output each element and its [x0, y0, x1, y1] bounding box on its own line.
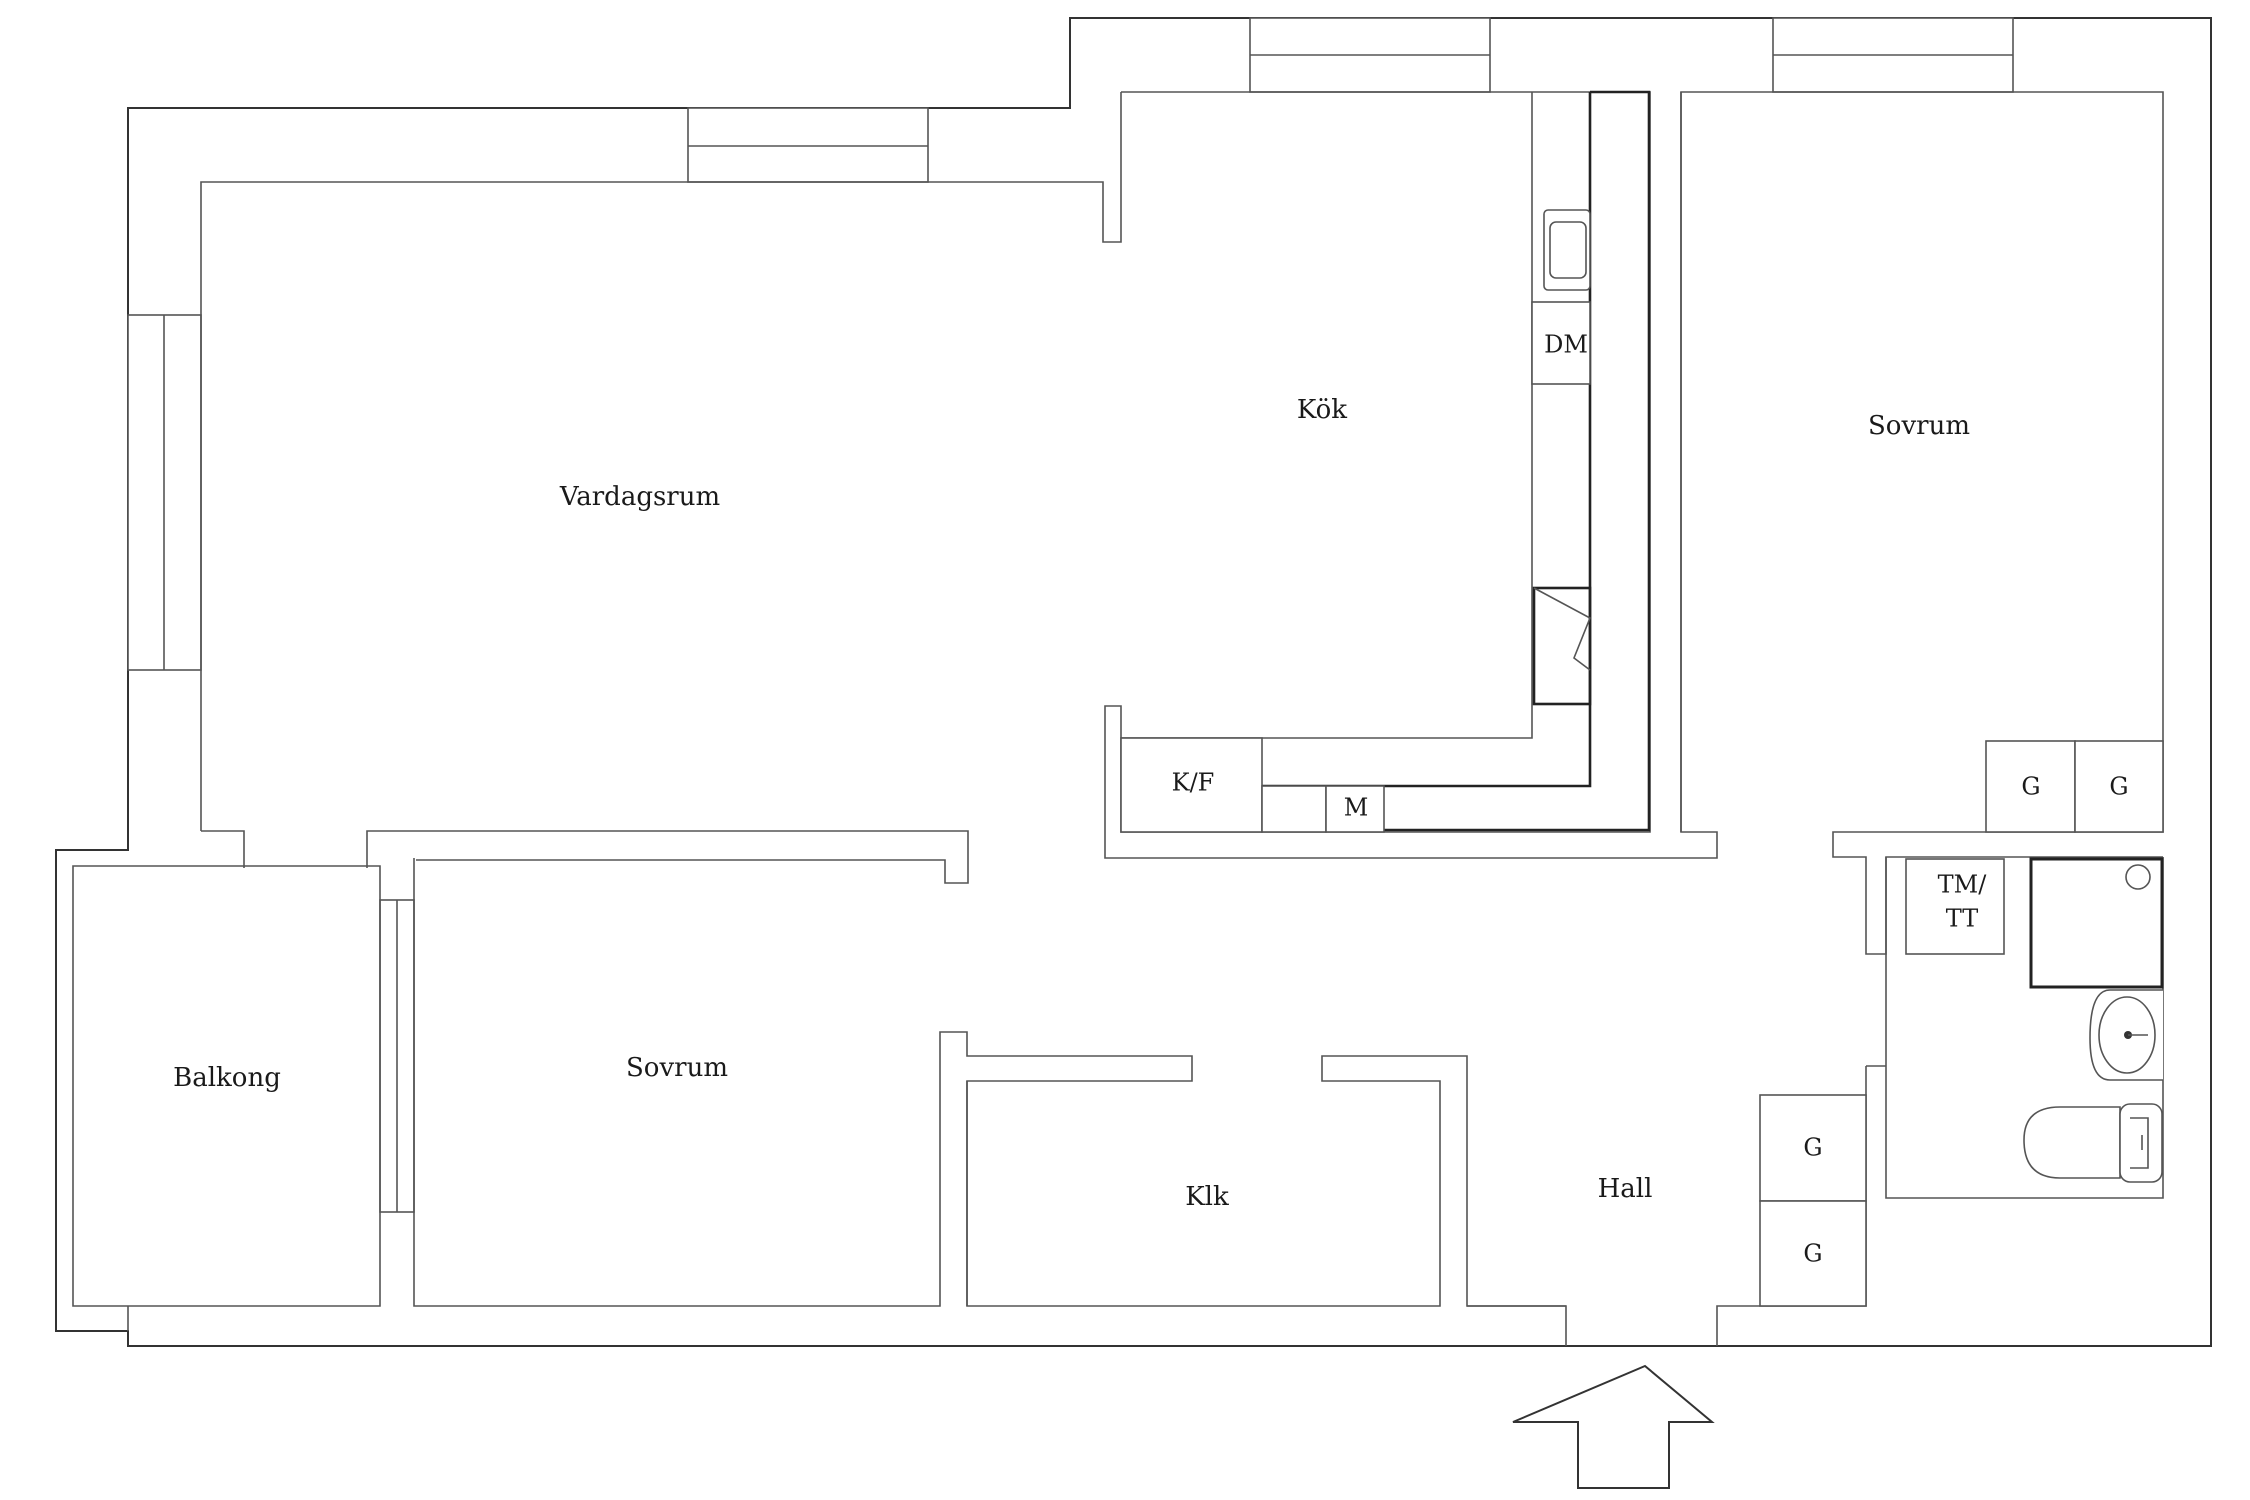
kitchen-fixtures — [1120, 90, 1651, 833]
label-fridge-freezer: K/F — [1172, 769, 1215, 797]
room-labels: Vardagsrum Kök Sovrum Sovrum Balkong Klk… — [173, 395, 1970, 1212]
room-label-kok: Kök — [1297, 395, 1347, 425]
stove-icon — [1532, 586, 1592, 706]
wardrobe-g3 — [1759, 1094, 1867, 1202]
bathroom-fixtures — [2023, 857, 2164, 1183]
washer-dryer — [1905, 858, 2005, 955]
label-washer-line1: TM/ — [1938, 871, 1988, 899]
wall-living-bottom-left — [201, 830, 245, 868]
window-kitchen-top — [1249, 17, 1491, 93]
entrance-arrow-icon — [1512, 1364, 1715, 1489]
window-bedroom-left — [379, 899, 415, 1213]
window-bedroom-top — [1772, 17, 2014, 93]
outer-walls — [55, 17, 2212, 1347]
room-label-klk: Klk — [1185, 1182, 1229, 1212]
toilet-icon — [2023, 1103, 2163, 1183]
wardrobe-g4 — [1759, 1200, 1867, 1307]
label-microwave: M — [1344, 794, 1369, 822]
windows — [127, 17, 2014, 1213]
label-wardrobe-g3: G — [1803, 1134, 1822, 1162]
shower-icon — [2029, 857, 2164, 989]
fixture-labels: DM K/F M G G G G TM/ TT — [1172, 331, 2129, 1268]
wardrobes — [1759, 740, 2164, 1307]
room-label-sovrum-right: Sovrum — [1868, 411, 1970, 441]
wall-balcony — [72, 865, 381, 1307]
outer-wall — [55, 17, 2212, 1347]
label-wardrobe-g4: G — [1803, 1240, 1822, 1268]
room-label-balkong: Balkong — [173, 1063, 281, 1093]
wall-closet — [966, 1055, 1567, 1346]
wall-living-room — [200, 92, 1122, 831]
label-washer-line2: TT — [1946, 905, 1978, 933]
label-dishwasher: DM — [1544, 331, 1588, 359]
window-living-top — [687, 107, 929, 183]
wall-living-bottom-right — [366, 830, 969, 884]
room-label-vardagsrum: Vardagsrum — [559, 482, 720, 512]
window-living-left — [127, 314, 202, 671]
wall-bedroom-left — [413, 858, 1193, 1307]
room-label-sovrum-left: Sovrum — [626, 1053, 728, 1083]
wardrobe-g2 — [2074, 740, 2164, 833]
washbasin-icon — [2089, 989, 2163, 1081]
wardrobe-g1 — [1985, 740, 2076, 833]
label-wardrobe-g1: G — [2021, 773, 2040, 801]
kitchen-counter-dark — [1260, 90, 1651, 832]
label-wardrobe-g2: G — [2109, 773, 2128, 801]
room-label-hall: Hall — [1598, 1174, 1653, 1204]
